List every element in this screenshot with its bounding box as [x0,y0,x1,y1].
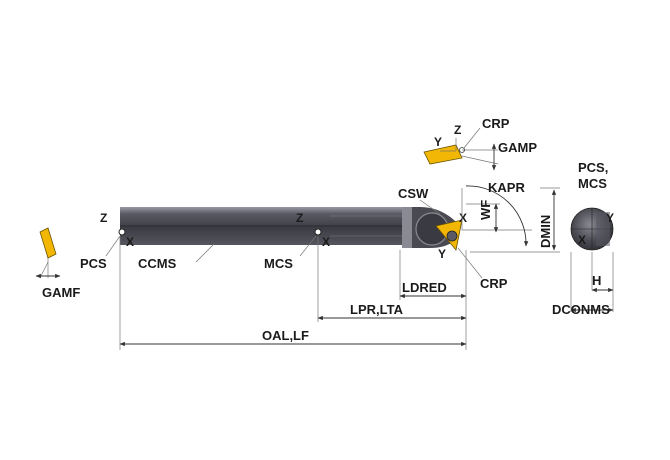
mcs-axis-x: X [322,235,330,249]
pcs-mcs-label-line1: PCS, [578,160,608,175]
end-view [570,207,614,313]
tool-shank [120,207,402,245]
pcs-axis-z: Z [100,211,107,225]
gamp-axis-z: Z [454,123,461,137]
csw-label: CSW [398,186,429,201]
ldred-label: LDRED [402,280,447,295]
end-axis-x: X [578,233,586,247]
oal-lf-label: OAL,LF [262,328,309,343]
gamf-label: GAMF [42,285,80,300]
head-axis-x: X [459,211,467,225]
pcs-label: PCS [80,256,107,271]
kapr-label: KAPR [488,180,525,195]
end-axis-y: Y [606,211,614,225]
mcs-axis-z: Z [296,211,303,225]
gamf-insert [35,227,61,279]
gamp-label: GAMP [498,140,537,155]
wf-dimension [466,203,500,233]
gamp-axis-y: Y [434,135,442,149]
length-dimensions [119,236,467,350]
dmin-label: DMIN [538,215,553,248]
head-axis-y: Y [438,247,446,261]
lpr-lta-label: LPR,LTA [350,302,404,317]
h-label: H [592,273,601,288]
pcs-mcs-label-line2: MCS [578,176,607,191]
crp-top-label: CRP [482,116,510,131]
tool-head [402,207,463,251]
wf-label: WF [478,200,493,220]
mcs-origin [314,228,322,236]
crp-bottom-label: CRP [480,276,508,291]
dconms-label: DCONMS [552,302,610,317]
pcs-origin [118,228,126,236]
dmin-dimension [470,187,560,253]
mcs-label: MCS [264,256,293,271]
gamp-insert [423,127,499,171]
pcs-axis-x: X [126,235,134,249]
ccms-label: CCMS [138,256,177,271]
